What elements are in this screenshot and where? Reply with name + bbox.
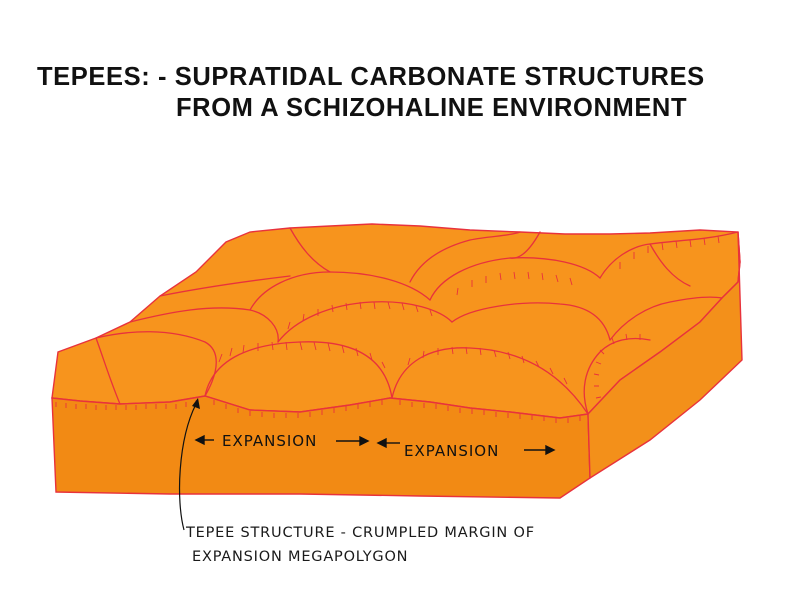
caption-line-1: TEPEE STRUCTURE - CRUMPLED MARGIN OF [186, 525, 535, 541]
title-line-2: FROM A SCHIZOHALINE ENVIRONMENT [176, 94, 688, 122]
title-line-1: TEPEES: - SUPRATIDAL CARBONATE STRUCTURE… [37, 63, 705, 91]
caption-line-2: EXPANSION MEGAPOLYGON [192, 549, 409, 565]
block-right-face [587, 231, 743, 480]
block-front-face [51, 395, 591, 499]
leader-arrow [178, 398, 200, 531]
polygon-margins [95, 227, 739, 415]
expansion-label-1: EXPANSION [222, 432, 317, 450]
expansion-arrows [194, 434, 556, 456]
crumpled-margin-hatching [55, 235, 720, 423]
expansion-label-2: EXPANSION [404, 442, 499, 460]
